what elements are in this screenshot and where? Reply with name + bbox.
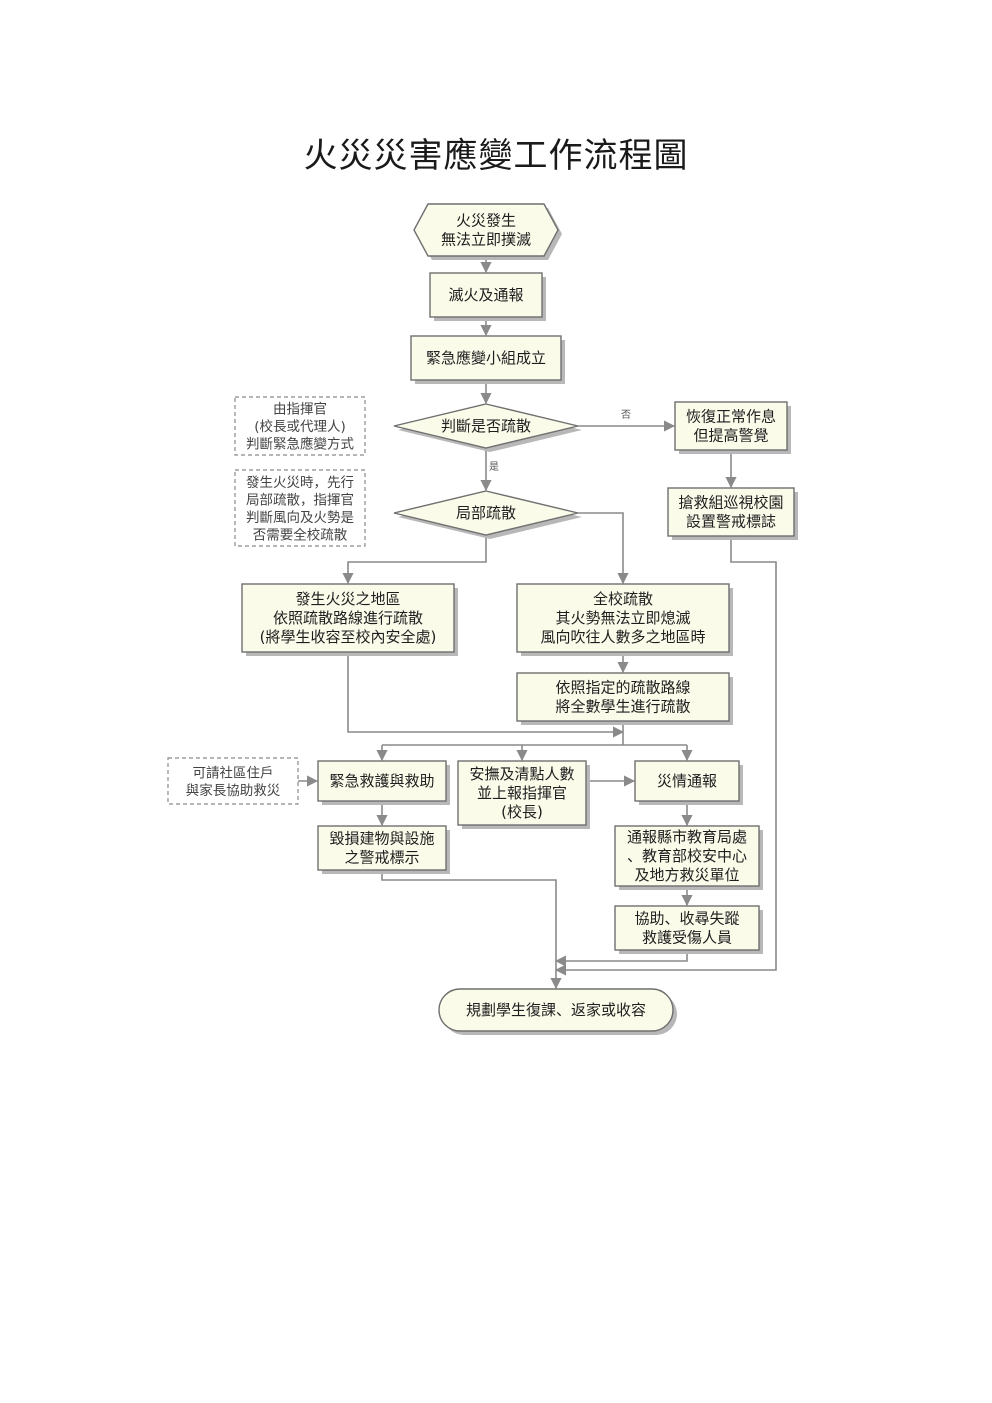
line-area-merge <box>347 652 625 738</box>
node-team <box>410 335 562 381</box>
node-damage-text-2: 之警戒標示 <box>344 849 419 867</box>
node-damage <box>317 825 447 871</box>
node-rescue <box>317 760 447 802</box>
note-community <box>167 757 299 805</box>
arrow-partial-area <box>342 535 487 585</box>
label-no: 否 <box>621 409 631 421</box>
note-fire-text-2: 局部疏散，指揮官 <box>246 492 354 508</box>
node-patrol <box>667 487 795 537</box>
note-fire <box>234 469 366 547</box>
node-route-text-2: 將全數學生進行疏散 <box>555 698 690 716</box>
node-area-text-2: 依照疏散路線進行疏散 <box>273 609 423 627</box>
arrow-patrol-end <box>554 536 777 976</box>
note-commander <box>234 396 366 456</box>
node-count-text-1: 安撫及清點人數 <box>469 765 574 783</box>
node-damage-text-1: 毀損建物與設施 <box>329 830 434 848</box>
note-fire-text-4: 否需要全校疏散 <box>253 526 348 543</box>
note-commander-text-1: 由指揮官 <box>273 402 327 418</box>
node-count-text-3: (校長) <box>501 803 543 821</box>
node-notify-text-2: 、教育部校安中心 <box>627 847 747 865</box>
node-whole <box>516 583 730 653</box>
node-search-text-1: 協助、收尋失蹤 <box>634 910 739 928</box>
node-report-text-1: 災情通報 <box>657 772 717 790</box>
label-yes: 是 <box>489 461 499 473</box>
node-decide <box>393 403 579 449</box>
node-count <box>457 760 587 826</box>
node-normal-text-1: 恢復正常作息 <box>686 408 776 426</box>
node-route <box>516 672 730 722</box>
node-whole-text-3: 風向吹往人數多之地區時 <box>540 628 705 646</box>
node-patrol-text-1: 搶救組巡視校園 <box>678 494 783 512</box>
node-start-text-2: 無法立即撲滅 <box>441 231 531 249</box>
node-notify <box>614 825 760 887</box>
node-decide-text-1: 判斷是否疏散 <box>441 417 531 435</box>
note-community-text-2: 與家長協助救災 <box>186 782 281 799</box>
node-count-text-2: 並上報指揮官 <box>477 784 567 802</box>
node-patrol-text-2: 設置警戒標誌 <box>686 513 776 531</box>
node-search <box>614 905 760 951</box>
page-title: 火災災害應變工作流程圖 <box>303 136 689 176</box>
arrow-partial-whole <box>578 512 629 585</box>
node-team-text-1: 緊急應變小組成立 <box>426 349 546 367</box>
note-fire-text-1: 發生火災時，先行 <box>246 475 354 491</box>
note-fire-text-3: 判斷風向及火勢是 <box>246 510 354 526</box>
node-normal-text-2: 但提高警覺 <box>693 427 768 445</box>
node-partial <box>393 490 579 536</box>
node-report <box>634 760 740 802</box>
node-end <box>438 988 674 1032</box>
note-commander-text-2: (校長或代理人) <box>254 418 346 435</box>
node-notify-text-1: 通報縣市教育局處 <box>627 828 747 846</box>
node-area-text-1: 發生火災之地區 <box>295 590 400 608</box>
node-rescue-text-1: 緊急救護與救助 <box>329 772 434 790</box>
arrow-damage-end <box>381 870 562 990</box>
node-area-text-3: (將學生收容至校內安全處) <box>260 628 437 646</box>
node-start-text-1: 火災發生 <box>456 212 516 230</box>
node-extinguish <box>429 272 543 318</box>
node-whole-text-2: 其火勢無法立即熄滅 <box>555 609 690 627</box>
node-notify-text-3: 及地方救災單位 <box>634 866 739 884</box>
node-extinguish-text-1: 滅火及通報 <box>448 286 523 304</box>
node-whole-text-1: 全校疏散 <box>593 590 653 608</box>
node-partial-text-1: 局部疏散 <box>456 504 516 522</box>
node-search-text-2: 救護受傷人員 <box>642 929 732 947</box>
note-commander-text-3: 判斷緊急應變方式 <box>246 436 354 453</box>
node-area <box>241 583 455 653</box>
node-start <box>413 203 559 257</box>
note-community-text-1: 可請社區住戶 <box>193 765 274 781</box>
node-end-text-1: 規劃學生復課、返家或收容 <box>466 1001 646 1019</box>
node-normal <box>674 401 788 451</box>
node-route-text-1: 依照指定的疏散路線 <box>555 679 690 697</box>
